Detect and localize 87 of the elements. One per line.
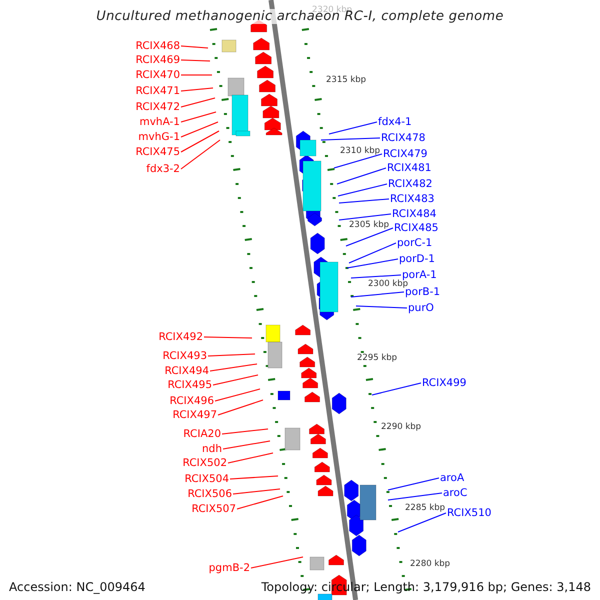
leader-line bbox=[232, 488, 280, 494]
gene-label: RCIX495 bbox=[168, 379, 212, 391]
gene-label: RCIX470 bbox=[136, 69, 180, 81]
leader-line bbox=[222, 440, 270, 450]
gene-label: RCIX483 bbox=[390, 193, 434, 205]
scale-label: 2310 kbp bbox=[340, 146, 380, 156]
gene-label: RCIX510 bbox=[447, 507, 492, 519]
leader-line bbox=[214, 388, 260, 402]
gene-label: RCIX493 bbox=[162, 350, 207, 362]
gene-label: porC-1 bbox=[397, 237, 432, 249]
leader-line bbox=[180, 46, 208, 48]
leader-line bbox=[180, 140, 220, 170]
leader-line bbox=[348, 242, 396, 264]
gene-label: pgmB-2 bbox=[208, 562, 250, 574]
scale-label: 2305 kbp bbox=[349, 220, 390, 230]
gene-label: RCIX504 bbox=[184, 473, 229, 485]
leader-line bbox=[338, 184, 388, 196]
gene-label: RCIX494 bbox=[164, 365, 209, 377]
leader-line bbox=[180, 122, 218, 138]
scale-label: 2280 kbp bbox=[410, 559, 450, 569]
leader-line bbox=[208, 354, 256, 356]
leader-line bbox=[204, 336, 252, 338]
leader-line bbox=[372, 382, 422, 396]
leader-line bbox=[328, 122, 378, 134]
leader-line bbox=[356, 306, 408, 308]
leader-line bbox=[210, 364, 258, 372]
leader-line bbox=[228, 452, 274, 464]
leader-line bbox=[180, 112, 216, 122]
gene-label: fdx3-2 bbox=[146, 163, 180, 175]
leader-line bbox=[320, 138, 380, 140]
leader-line bbox=[180, 74, 212, 76]
gene-label: purO bbox=[408, 302, 434, 314]
gene-label: RCIX485 bbox=[394, 222, 438, 234]
scale-label: 2300 kbp bbox=[368, 279, 408, 289]
leader-line bbox=[388, 478, 440, 490]
gene-label: porA-1 bbox=[402, 269, 437, 281]
leader-line bbox=[212, 374, 258, 386]
gene-label: RCIX497 bbox=[172, 409, 217, 421]
leader-line bbox=[180, 98, 216, 108]
leader-line bbox=[338, 198, 390, 204]
leader-line bbox=[336, 168, 386, 184]
leader-line bbox=[334, 154, 382, 168]
gene-label: RCIX492 bbox=[158, 331, 203, 343]
gene-label: RCIX469 bbox=[136, 54, 180, 66]
gene-label: aroA bbox=[440, 472, 464, 484]
gene-label: ndh bbox=[202, 443, 222, 455]
gene-label: RCIX507 bbox=[192, 503, 236, 515]
gene-label: fdx4-1 bbox=[378, 116, 412, 128]
leader-line bbox=[250, 556, 304, 568]
gene-label: RCIX472 bbox=[136, 101, 180, 113]
leader-line bbox=[338, 214, 392, 220]
gene-label: RCIX478 bbox=[381, 132, 426, 144]
gene-label: porD-1 bbox=[399, 253, 435, 265]
gene-label: RCIX479 bbox=[383, 148, 428, 160]
gene-label: RCIX506 bbox=[188, 488, 232, 500]
leader-line bbox=[350, 274, 402, 278]
leader-line bbox=[398, 512, 446, 532]
gene-label: RCIX475 bbox=[136, 146, 180, 158]
leader-line bbox=[180, 130, 220, 152]
leader-line bbox=[230, 476, 278, 480]
leader-line bbox=[180, 60, 210, 62]
leader-line bbox=[236, 496, 284, 510]
gene-label: RCIX484 bbox=[392, 208, 436, 220]
gene-label: RCIX481 bbox=[387, 162, 432, 174]
leader-line bbox=[388, 492, 442, 500]
gene-label: RCIX482 bbox=[388, 178, 432, 190]
footer-text: Accession: NC_009464 bbox=[9, 580, 146, 594]
leader-line bbox=[350, 292, 404, 298]
leader-line bbox=[346, 228, 394, 246]
gene-label: RCIA20 bbox=[183, 428, 221, 440]
gene-label: mvhA-1 bbox=[139, 116, 180, 128]
gene-label: aroC bbox=[443, 487, 468, 499]
leader-line bbox=[222, 428, 268, 434]
scale-label: 2295 kbp bbox=[357, 353, 398, 363]
scale-label: 2285 kbp bbox=[405, 503, 446, 513]
gene-label: RCIX499 bbox=[422, 377, 466, 389]
leader-line bbox=[180, 88, 214, 92]
gene-label: porB-1 bbox=[405, 286, 440, 298]
gene-label: mvhG-1 bbox=[138, 131, 180, 143]
scale-label: 2290 kbp bbox=[381, 422, 422, 432]
gene-label: RCIX471 bbox=[136, 85, 180, 97]
gene-label: RCIX468 bbox=[136, 40, 180, 52]
gene-label: RCIX496 bbox=[170, 395, 214, 407]
gene-label: RCIX502 bbox=[182, 457, 227, 469]
scale-label: 2315 kbp bbox=[326, 75, 366, 85]
leader-line bbox=[218, 400, 264, 416]
leader-line bbox=[346, 258, 398, 268]
